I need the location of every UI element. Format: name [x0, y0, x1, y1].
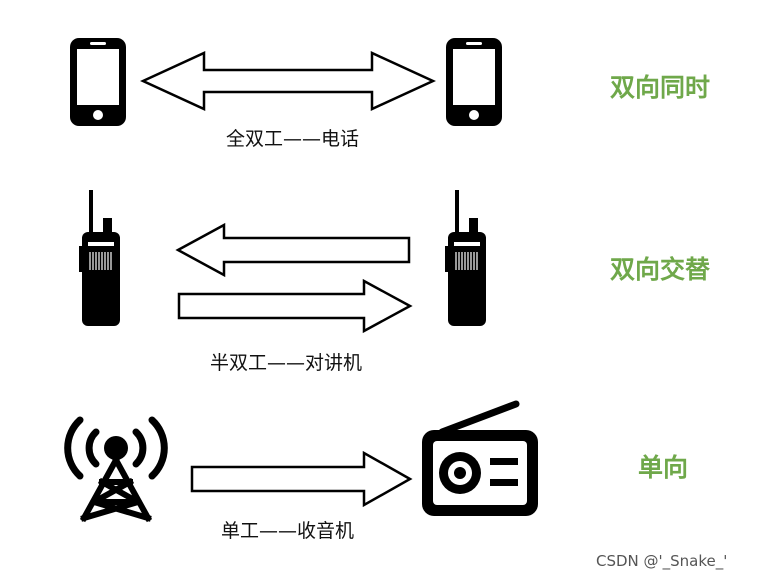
caption-simplex: 单工——收音机: [221, 520, 355, 542]
right-arrow-icon: [190, 450, 413, 508]
smartphone-icon: [70, 38, 126, 126]
caption-half-duplex: 半双工——对讲机: [210, 352, 363, 374]
watermark: CSDN @'_Snake_': [596, 552, 728, 570]
double-headed-arrow-icon: [140, 51, 436, 111]
caption-full-duplex: 全双工——电话: [226, 128, 360, 150]
mode-label-simplex: 单向: [638, 453, 689, 482]
walkie-talkie-icon: [79, 190, 120, 326]
radio-icon: [422, 400, 538, 516]
walkie-talkie-icon: [445, 190, 486, 326]
mode-label-half-duplex: 双向交替: [610, 255, 711, 284]
broadcast-tower-icon: [64, 416, 168, 523]
mode-label-full-duplex: 双向同时: [610, 73, 711, 102]
opposing-arrows-icon: [175, 222, 413, 334]
smartphone-icon: [446, 38, 502, 126]
